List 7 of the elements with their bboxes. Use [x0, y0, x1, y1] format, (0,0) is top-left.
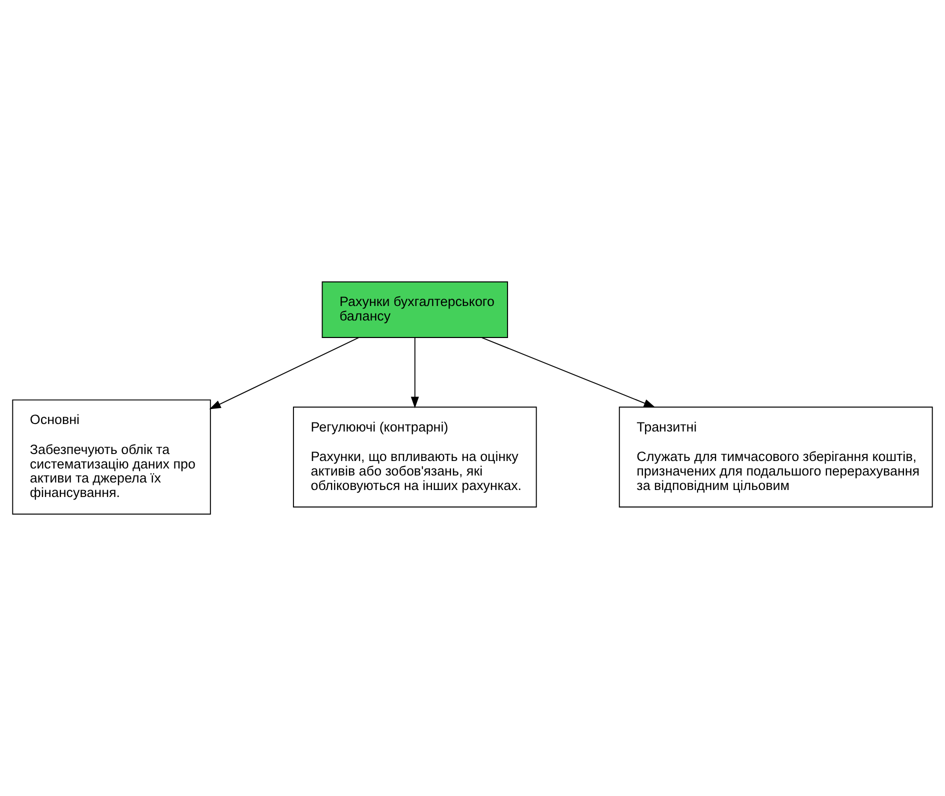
node-box: Транзитні Служать для тимчасового зберігання коштів, призначених для подальшого перерахування за відповідним цільовим — [618, 406, 933, 508]
arrow — [209, 337, 360, 410]
arrow — [481, 337, 656, 408]
arrow — [410, 337, 419, 408]
node-box: Рахунки бухгалтерського балансу — [322, 281, 508, 338]
node-box: Основні Забезпечують облік та систематизацію даних про активи та джерела їх фінансування. — [12, 399, 211, 515]
node-box: Регулюючі (контрарні) Рахунки, що впливають на оцінку активів або зобов'язань, які обліковуються на інших рахунках. — [292, 406, 537, 508]
